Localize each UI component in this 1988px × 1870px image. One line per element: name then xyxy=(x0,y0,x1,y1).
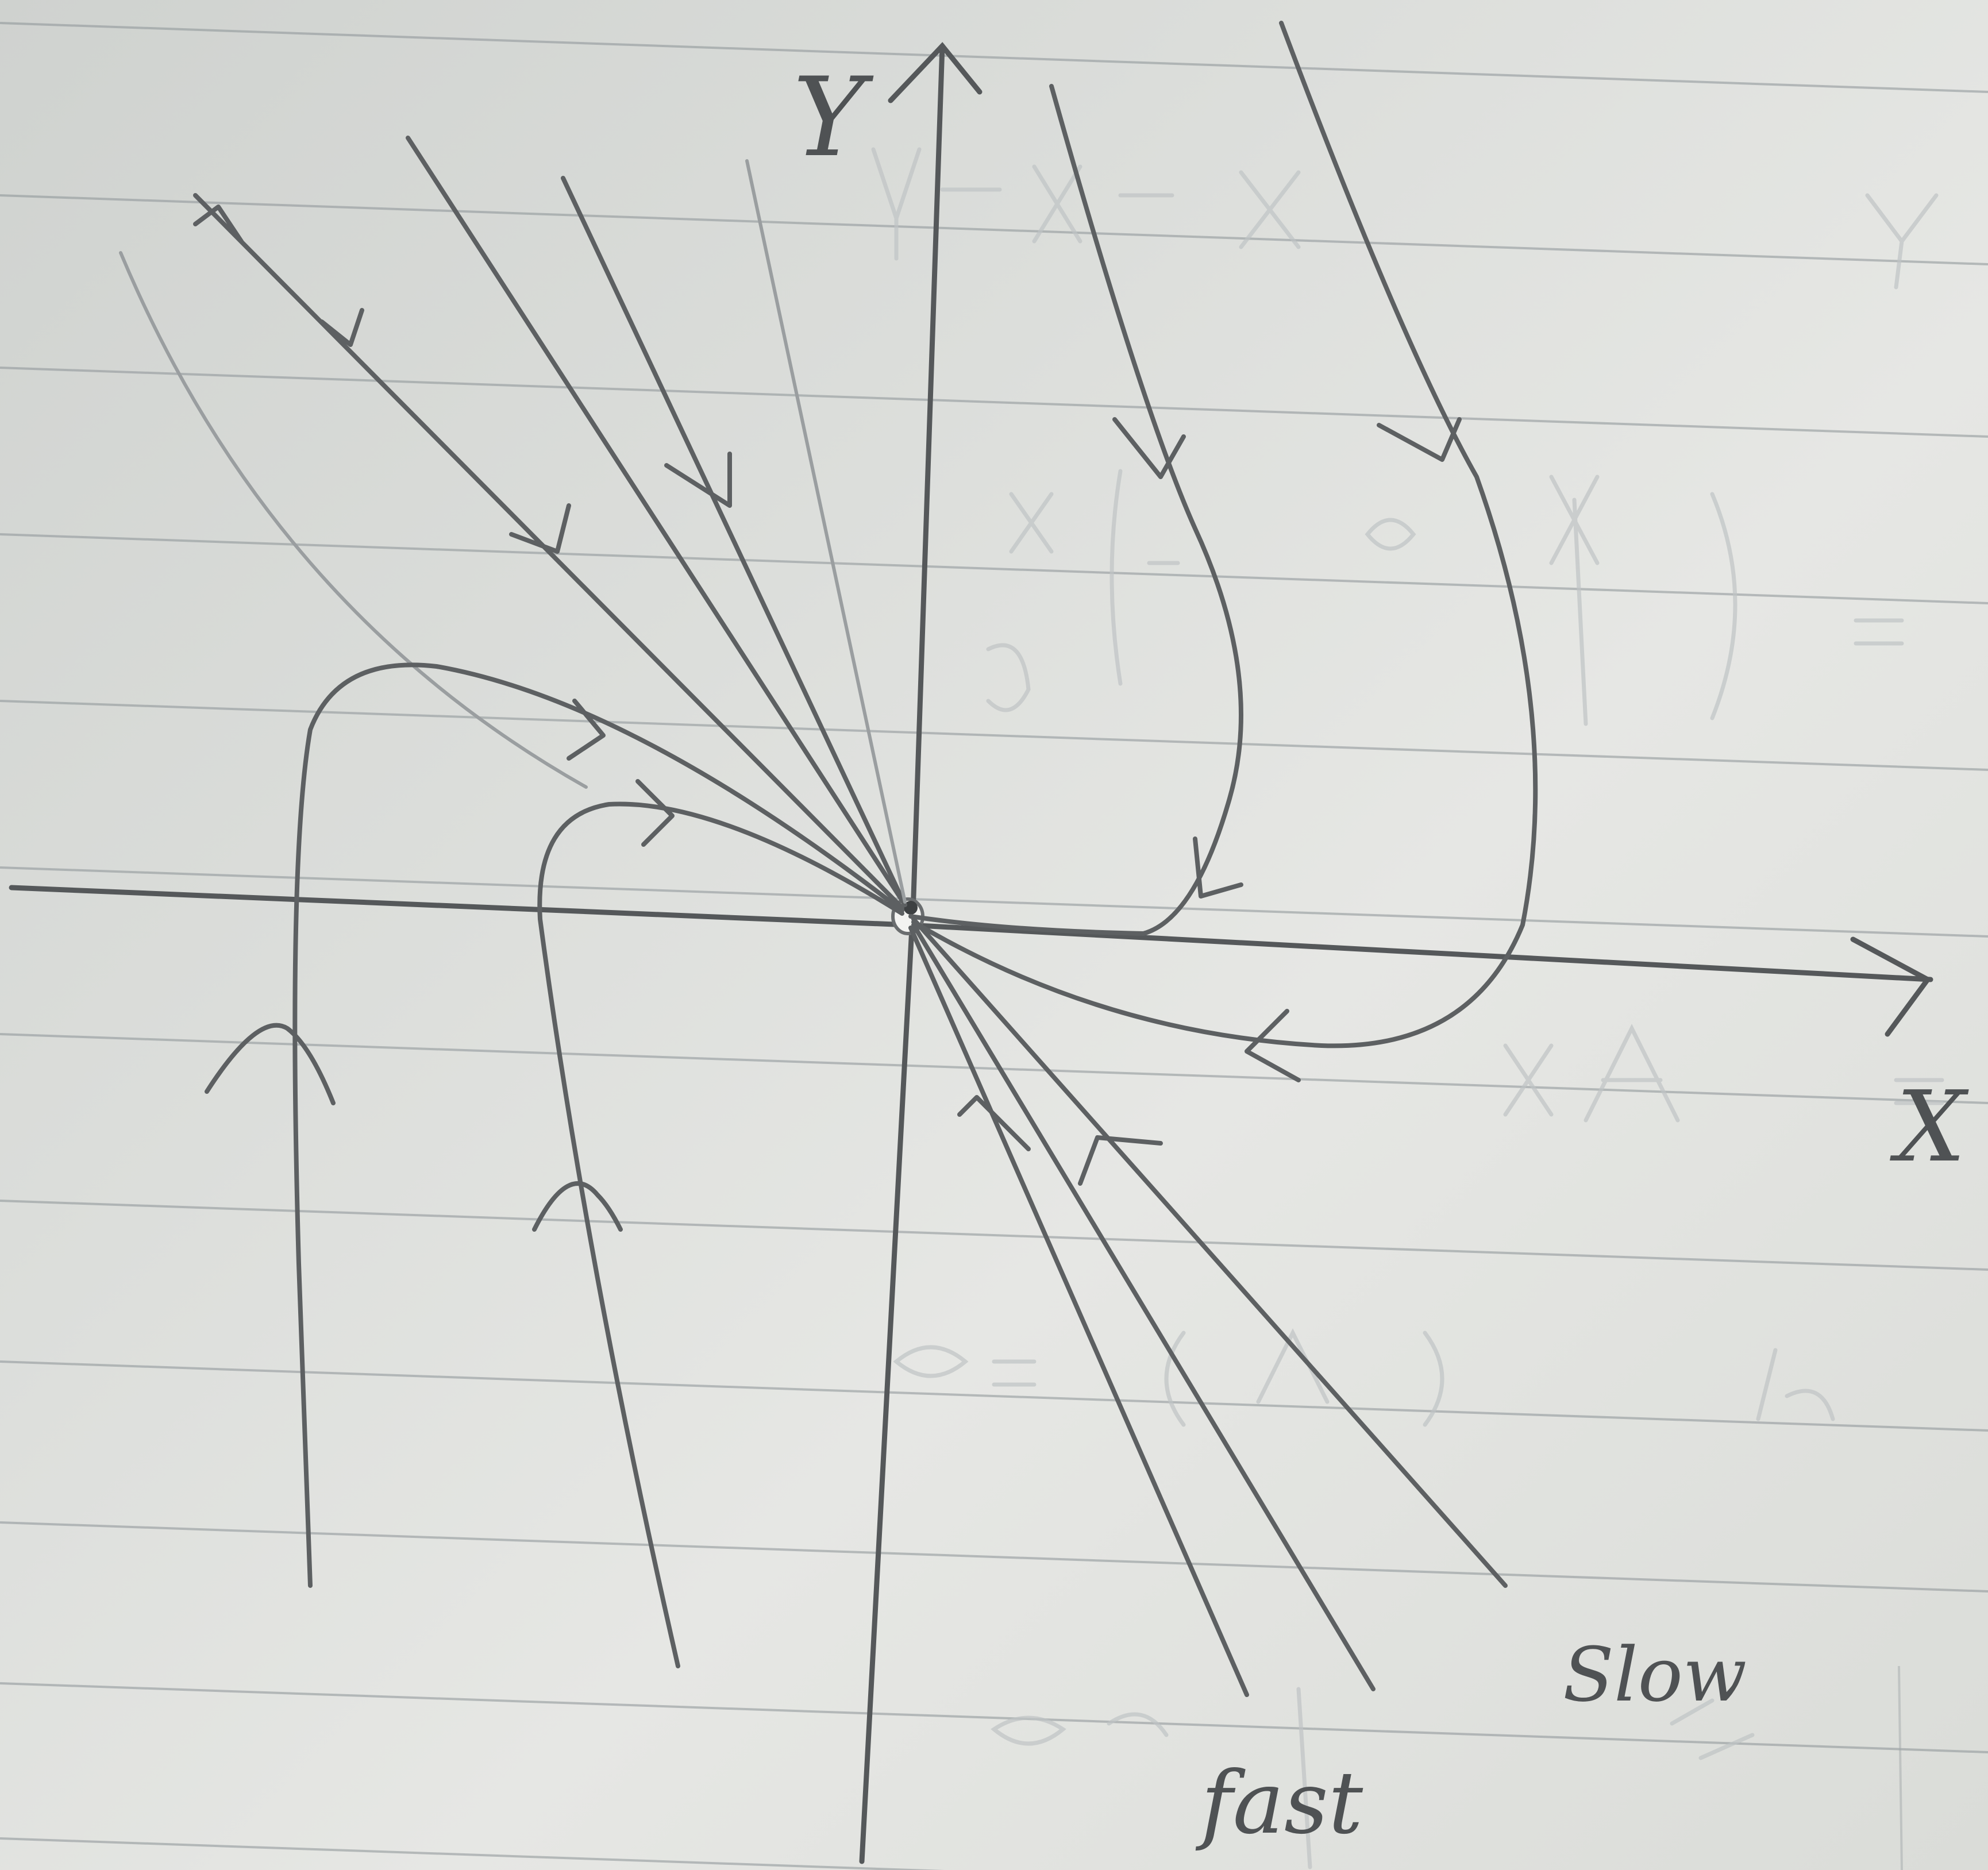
arrow-icon xyxy=(511,506,569,552)
trajectory-curve xyxy=(295,665,902,1586)
trajectory-line xyxy=(914,925,1373,1689)
trajectory-curve xyxy=(911,86,1241,934)
arrow-icon xyxy=(1080,1138,1161,1183)
arrow-icon xyxy=(1115,419,1184,477)
direction-arrows xyxy=(195,207,1459,1229)
trajectories xyxy=(121,23,1535,1695)
arrow-icon xyxy=(638,781,672,845)
arrow-icon xyxy=(207,1025,333,1103)
trajectory-line xyxy=(911,928,1247,1695)
trajectory-line xyxy=(563,178,905,905)
trajectory-line xyxy=(408,138,905,905)
fast-label: fast xyxy=(1195,1753,1363,1853)
show-through-writing xyxy=(873,149,1942,1867)
trajectory-line xyxy=(914,919,1505,1586)
x-axis-label: X xyxy=(1890,1070,1969,1184)
y-axis-label: Y xyxy=(793,54,874,181)
trajectory-line-faint xyxy=(747,161,905,902)
arrow-icon xyxy=(322,310,362,345)
trajectory-curve xyxy=(914,23,1535,1046)
trajectory-curve xyxy=(540,804,902,1666)
arrow-icon xyxy=(1195,839,1241,896)
x-axis-arrow-icon xyxy=(1853,939,1928,1034)
slow-label: Slow xyxy=(1563,1631,1747,1718)
